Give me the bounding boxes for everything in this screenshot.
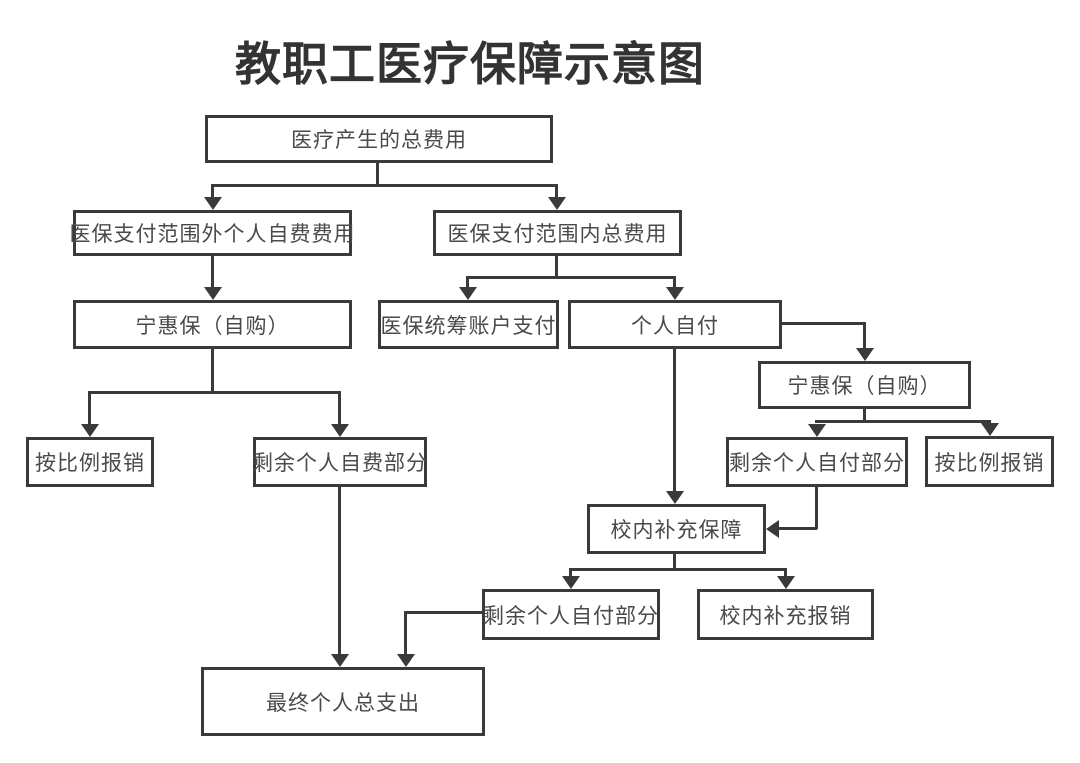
node-campus-supplement-cover: 校内补充保障: [587, 504, 766, 554]
arrowhead-down-icon: [331, 654, 349, 667]
node-remaining-self-funded: 剩余个人自费部分: [252, 437, 427, 487]
node-proportional-reimburse-right: 按比例报销: [925, 436, 1054, 487]
edge-campus-split-bar: [569, 568, 787, 571]
node-final-personal-total: 最终个人总支出: [201, 667, 485, 736]
edge-to-remaining-bottom: [569, 568, 572, 577]
node-proportional-reimburse-left: 按比例报销: [26, 437, 154, 487]
arrowhead-down-icon: [981, 423, 999, 436]
edge-ninghuibao-right-stem: [863, 409, 866, 423]
node-ninghuibao-right: 宁惠保（自购）: [758, 361, 971, 409]
edge-remaining-bottom-h: [404, 611, 482, 614]
edge-to-proportional-left: [88, 391, 91, 425]
arrowhead-down-icon: [666, 287, 684, 300]
arrowhead-down-icon: [397, 654, 415, 667]
edge-remaining-right-h: [777, 527, 817, 530]
node-out-of-scope-self-funded: 医保支付范围外个人自费费用: [70, 210, 355, 256]
node-remaining-self-paid-bottom: 剩余个人自付部分: [482, 589, 660, 640]
edge-self-funded-to-final: [338, 487, 341, 655]
node-pooling-account-pay: 医保统筹账户支付: [378, 300, 559, 349]
arrowhead-down-icon: [856, 348, 874, 361]
arrowhead-left-icon: [766, 520, 779, 538]
edge-personal-to-ninghuibao-v: [863, 322, 866, 349]
node-in-scope-total: 医保支付范围内总费用: [433, 210, 682, 256]
node-personal-pay: 个人自付: [568, 300, 782, 349]
edge-to-remaining-self-funded: [338, 391, 341, 425]
edge-personal-to-ninghuibao-h: [782, 322, 866, 325]
node-total-cost: 医疗产生的总费用: [205, 115, 553, 163]
page-title: 教职工医疗保障示意图: [235, 38, 705, 90]
node-remaining-self-paid-right: 剩余个人自付部分: [726, 437, 908, 487]
edge-total-split-stem: [376, 162, 379, 186]
edge-total-split-bar: [211, 184, 558, 187]
arrowhead-down-icon: [808, 424, 826, 437]
edge-inscope-split-stem: [555, 255, 558, 279]
arrowhead-down-icon: [204, 287, 222, 300]
arrowhead-down-icon: [548, 197, 566, 210]
edge-total-to-outscope: [211, 184, 214, 198]
edge-inscope-split-bar: [466, 276, 676, 279]
edge-campus-split-stem: [673, 554, 676, 571]
edge-total-to-inscope: [555, 184, 558, 198]
edge-outscope-to-ninghuibao: [211, 255, 214, 288]
node-ninghuibao-left: 宁惠保（自购）: [73, 300, 352, 349]
arrowhead-down-icon: [459, 287, 477, 300]
edge-inscope-to-personal: [673, 276, 676, 288]
edge-remaining-right-stem: [815, 487, 818, 529]
node-campus-supplement-reimburse: 校内补充报销: [697, 589, 874, 640]
edge-to-campus-reimburse: [784, 568, 787, 577]
arrowhead-down-icon: [81, 424, 99, 437]
edge-inscope-to-pooling: [466, 276, 469, 288]
edge-personal-to-campus: [673, 349, 676, 492]
edge-remaining-bottom-v: [404, 611, 407, 655]
arrowhead-down-icon: [562, 576, 580, 589]
edge-ninghuibao-right-bar: [815, 420, 991, 423]
arrowhead-down-icon: [666, 491, 684, 504]
edge-ninghuibao-left-stem: [211, 349, 214, 394]
arrowhead-down-icon: [204, 197, 222, 210]
arrowhead-down-icon: [331, 424, 349, 437]
edge-ninghuibao-left-bar: [88, 391, 341, 394]
arrowhead-down-icon: [777, 576, 795, 589]
